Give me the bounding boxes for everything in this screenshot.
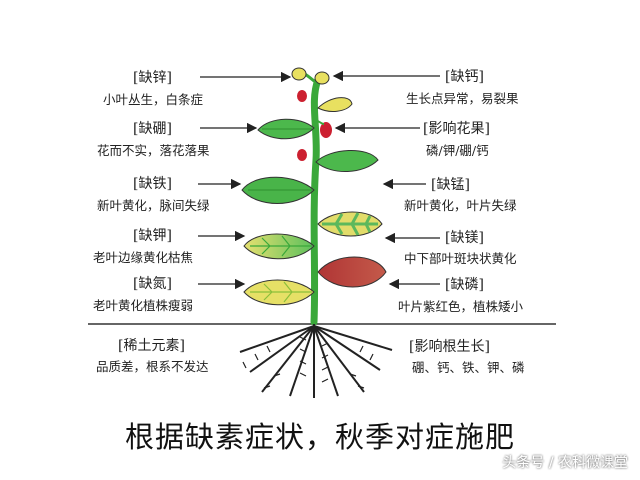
label-magnesium-title: [缺镁]	[445, 230, 484, 246]
label-flower-fruit-title: [影响花果]	[423, 121, 490, 137]
main-title: 根据缺素症状，秋季对症施肥	[124, 420, 515, 454]
leaf-potassium-vein	[250, 235, 312, 257]
label-rare-earth-desc: 品质差，根系不发达	[96, 359, 209, 374]
top-bud-left	[291, 67, 307, 81]
label-calcium-title: [缺钙]	[445, 69, 484, 85]
leaf-top-right	[317, 97, 353, 112]
leaf-manganese	[315, 149, 379, 173]
label-calcium-desc: 生长点异常，易裂果	[406, 91, 519, 106]
label-manganese-desc: 新叶黄化，叶片失绿	[404, 198, 517, 213]
label-boron-title: [缺硼]	[133, 121, 172, 137]
label-phosphorus-desc: 叶片紫红色，植株矮小	[398, 299, 524, 314]
label-root-growth-title: [影响根生长]	[409, 339, 490, 355]
label-root-growth-desc: 硼、钙、铁、钾、磷	[412, 360, 525, 375]
stem	[310, 76, 322, 326]
leaf-phosphorus	[317, 256, 387, 288]
fruit-1	[297, 90, 307, 102]
top-bud-right	[314, 71, 330, 85]
label-nitrogen-title: [缺氮]	[133, 276, 172, 292]
label-flower-fruit-desc: 磷/钾/硼/钙	[426, 143, 489, 158]
label-nitrogen-desc: 老叶黄化植株瘦弱	[93, 298, 194, 313]
leaf-nitrogen-vein	[250, 281, 312, 303]
roots	[239, 324, 393, 398]
label-boron-desc: 花而不实，落花落果	[97, 143, 210, 158]
label-rare-earth-title: [稀土元素]	[118, 338, 185, 354]
label-iron-title: [缺铁]	[133, 176, 172, 192]
label-iron-desc: 新叶黄化，脉间失绿	[97, 198, 210, 213]
arrows	[198, 70, 440, 290]
label-potassium-desc: 老叶边缘黄化枯焦	[93, 250, 194, 265]
leaf-magnesium-veins	[322, 212, 378, 236]
fruit-stalk-2	[315, 119, 325, 125]
root-hairs	[242, 336, 374, 389]
watermark: 头条号 / 农科微课堂	[502, 455, 628, 471]
label-phosphorus-title: [缺磷]	[445, 277, 484, 293]
label-potassium-title: [缺钾]	[133, 228, 172, 244]
label-zinc-desc: 小叶丛生，白条症	[103, 92, 204, 107]
fruit-2	[320, 122, 332, 138]
label-manganese-title: [缺锰]	[431, 177, 470, 193]
label-zinc-title: [缺锌]	[133, 70, 172, 86]
fruit-3	[297, 149, 307, 161]
label-magnesium-desc: 中下部叶斑块状黄化	[404, 251, 517, 266]
